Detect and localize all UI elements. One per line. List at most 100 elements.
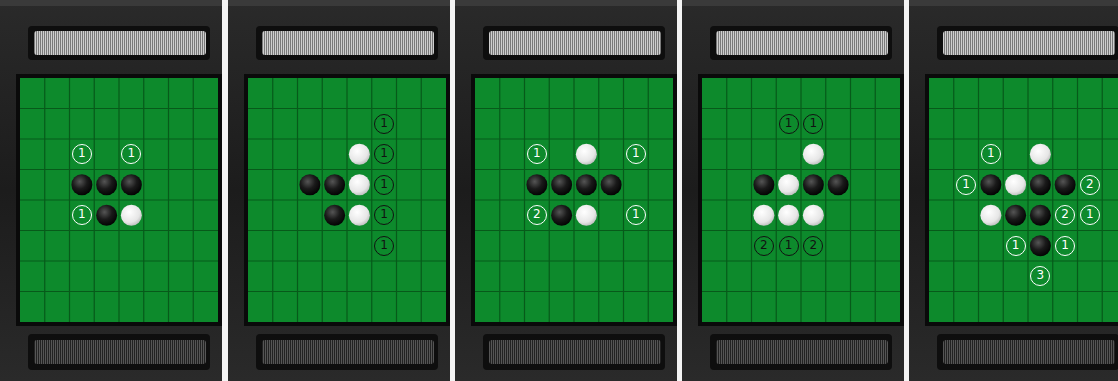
black-disc — [1030, 205, 1051, 226]
white-disc — [778, 205, 799, 226]
disc-stack — [489, 31, 661, 55]
callout-number: 2 — [754, 236, 774, 256]
grid-line — [20, 108, 218, 109]
board-rim — [925, 74, 1118, 326]
white-disc — [1005, 174, 1026, 195]
black-disc — [828, 174, 849, 195]
black-disc — [576, 174, 597, 195]
grid-line — [20, 138, 218, 139]
black-disc — [121, 174, 142, 195]
grid-line — [702, 108, 900, 109]
panel-top-edge — [455, 0, 677, 6]
game-panel — [909, 0, 1118, 381]
callout-number: 1 — [956, 175, 976, 195]
board-surface — [20, 78, 218, 322]
board-rim — [16, 74, 222, 326]
bottom-tray — [937, 334, 1118, 370]
callout-number: 2 — [527, 205, 547, 225]
grid-line — [475, 291, 673, 292]
panel-top-edge — [0, 0, 222, 6]
board-surface — [929, 78, 1118, 322]
grid-line — [929, 291, 1118, 292]
board-rim — [244, 74, 450, 326]
board-rim — [698, 74, 904, 326]
black-disc — [980, 174, 1001, 195]
black-disc — [526, 174, 547, 195]
game-panel — [0, 0, 222, 381]
disc-stack — [943, 31, 1115, 55]
callout-number: 1 — [374, 236, 394, 256]
callout-number: 1 — [374, 175, 394, 195]
callout-number: 2 — [1080, 175, 1100, 195]
callout-number: 1 — [1006, 236, 1026, 256]
bottom-tray — [483, 334, 665, 370]
black-disc — [1005, 205, 1026, 226]
black-disc — [1030, 174, 1051, 195]
callout-number: 1 — [374, 114, 394, 134]
callout-number: 1 — [527, 144, 547, 164]
black-disc — [96, 174, 117, 195]
grid-line — [248, 199, 446, 200]
grid-line — [929, 260, 1118, 261]
black-disc — [803, 174, 824, 195]
white-disc — [803, 205, 824, 226]
grid-line — [20, 260, 218, 261]
callout-number: 1 — [72, 144, 92, 164]
grid-line — [475, 260, 673, 261]
callout-number: 2 — [803, 236, 823, 256]
game-panel — [682, 0, 904, 381]
grid-line — [20, 169, 218, 170]
callout-number: 1 — [803, 114, 823, 134]
game-panel — [228, 0, 450, 381]
panel-frame — [682, 0, 904, 381]
white-disc — [576, 144, 597, 165]
disc-stack — [262, 340, 434, 364]
grid-line — [702, 138, 900, 139]
grid-line — [20, 199, 218, 200]
white-disc — [1030, 144, 1051, 165]
white-disc — [121, 205, 142, 226]
black-disc — [324, 174, 345, 195]
grid-line — [702, 169, 900, 170]
top-tray — [483, 26, 665, 60]
white-disc — [778, 174, 799, 195]
grid-line — [248, 291, 446, 292]
disc-stack — [34, 340, 206, 364]
grid-line — [248, 230, 446, 231]
white-disc — [576, 205, 597, 226]
grid-line — [929, 138, 1118, 139]
grid-line — [929, 108, 1118, 109]
disc-stack — [943, 340, 1115, 364]
grid-line — [20, 291, 218, 292]
black-disc — [551, 174, 572, 195]
panel-top-edge — [682, 0, 904, 6]
grid-line — [702, 260, 900, 261]
grid-line — [248, 108, 446, 109]
callout-number: 1 — [626, 144, 646, 164]
grid-line — [475, 199, 673, 200]
disc-stack — [34, 31, 206, 55]
black-disc — [71, 174, 92, 195]
white-disc — [803, 144, 824, 165]
black-disc — [96, 205, 117, 226]
top-tray — [710, 26, 892, 60]
disc-stack — [716, 340, 888, 364]
panel-frame — [0, 0, 222, 381]
grid-line — [248, 169, 446, 170]
callout-number: 1 — [626, 205, 646, 225]
black-disc — [551, 205, 572, 226]
bottom-tray — [256, 334, 438, 370]
board-rim — [471, 74, 677, 326]
white-disc — [349, 174, 370, 195]
black-disc — [753, 174, 774, 195]
board-surface — [475, 78, 673, 322]
top-tray — [28, 26, 210, 60]
bottom-tray — [28, 334, 210, 370]
grid-line — [248, 260, 446, 261]
disc-stack — [262, 31, 434, 55]
black-disc — [601, 174, 622, 195]
white-disc — [349, 144, 370, 165]
callout-number: 1 — [779, 236, 799, 256]
grid-line — [475, 108, 673, 109]
